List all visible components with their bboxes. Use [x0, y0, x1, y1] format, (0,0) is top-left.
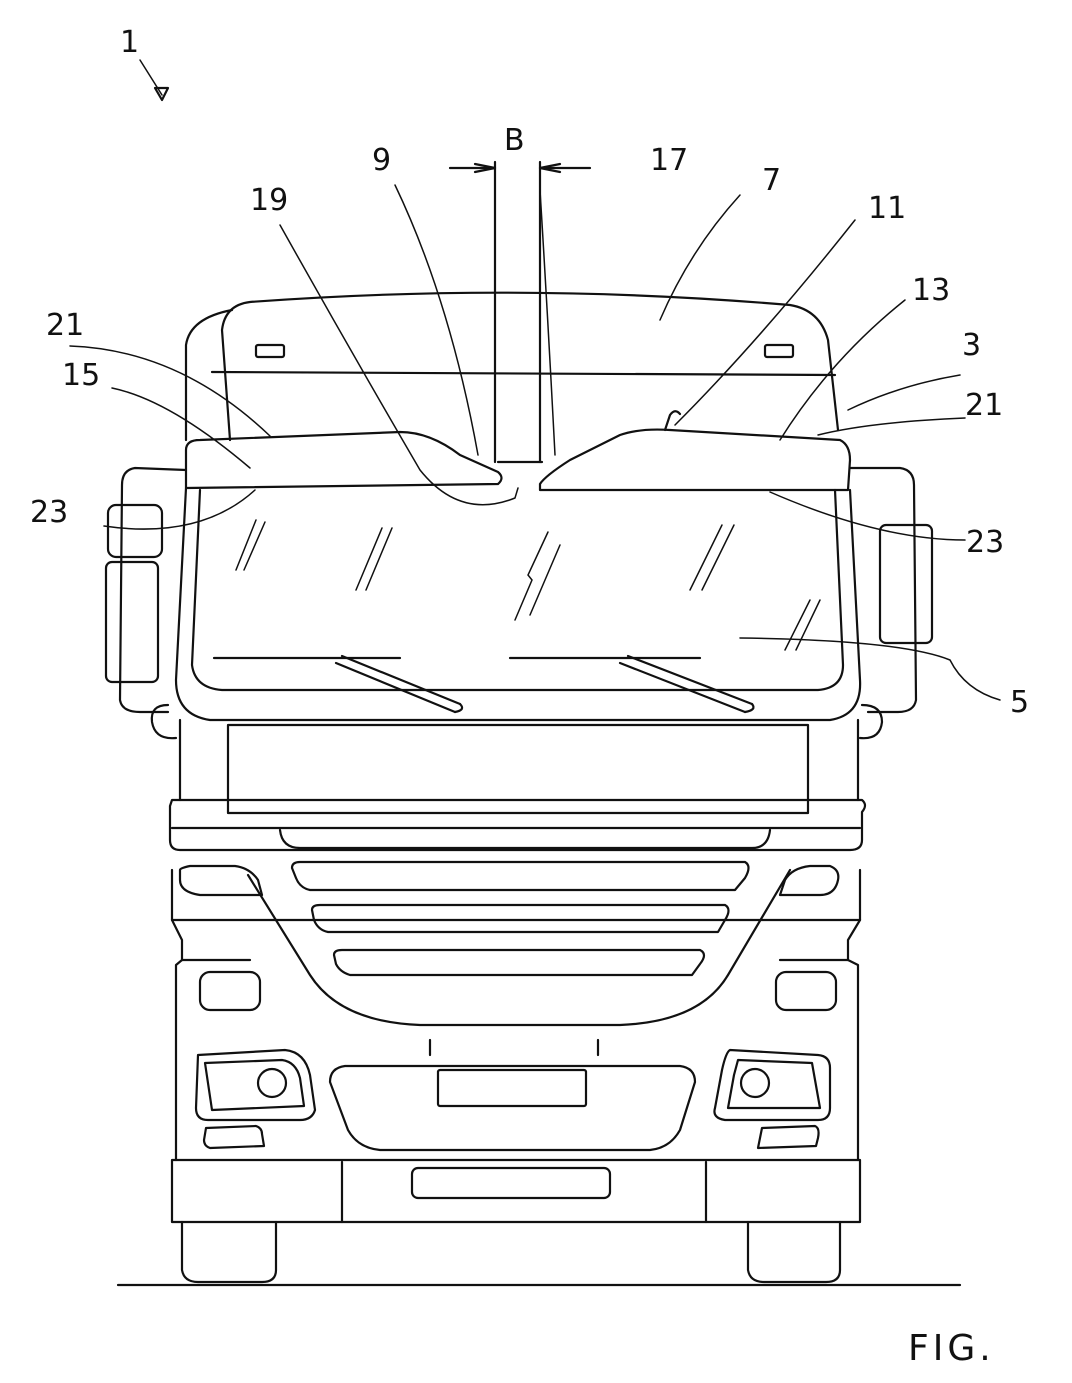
- label-5: 5: [1010, 685, 1029, 720]
- label-15: 15: [62, 358, 100, 393]
- label-23-right: 23: [966, 525, 1004, 560]
- label-3: 3: [962, 328, 981, 363]
- label-21-right: 21: [965, 388, 1003, 423]
- label-17: 17: [650, 143, 688, 178]
- cab-body: [176, 488, 860, 720]
- label-19: 19: [250, 183, 288, 218]
- label-b: B: [504, 123, 525, 158]
- bumper-area: [172, 920, 860, 1222]
- label-7: 7: [762, 163, 781, 198]
- wheels: [118, 1222, 960, 1285]
- mirror-right: [850, 468, 932, 738]
- label-11: 11: [868, 191, 906, 226]
- windscreen: [236, 520, 820, 650]
- front-panel: [170, 720, 865, 850]
- sun-visor-left: [186, 432, 502, 488]
- cab-roof: [186, 293, 838, 440]
- upper-lamps: [172, 866, 860, 920]
- label-1: 1: [120, 25, 139, 60]
- label-21-left: 21: [46, 308, 84, 343]
- label-23-left: 23: [30, 495, 68, 530]
- label-13: 13: [912, 273, 950, 308]
- figure-caption: FIG.: [908, 1328, 995, 1369]
- mirror-left: [106, 468, 186, 738]
- label-9: 9: [372, 143, 391, 178]
- radiator-grille: [248, 830, 790, 1025]
- windscreen-wipers: [214, 656, 753, 712]
- sun-visor-right: [540, 411, 850, 490]
